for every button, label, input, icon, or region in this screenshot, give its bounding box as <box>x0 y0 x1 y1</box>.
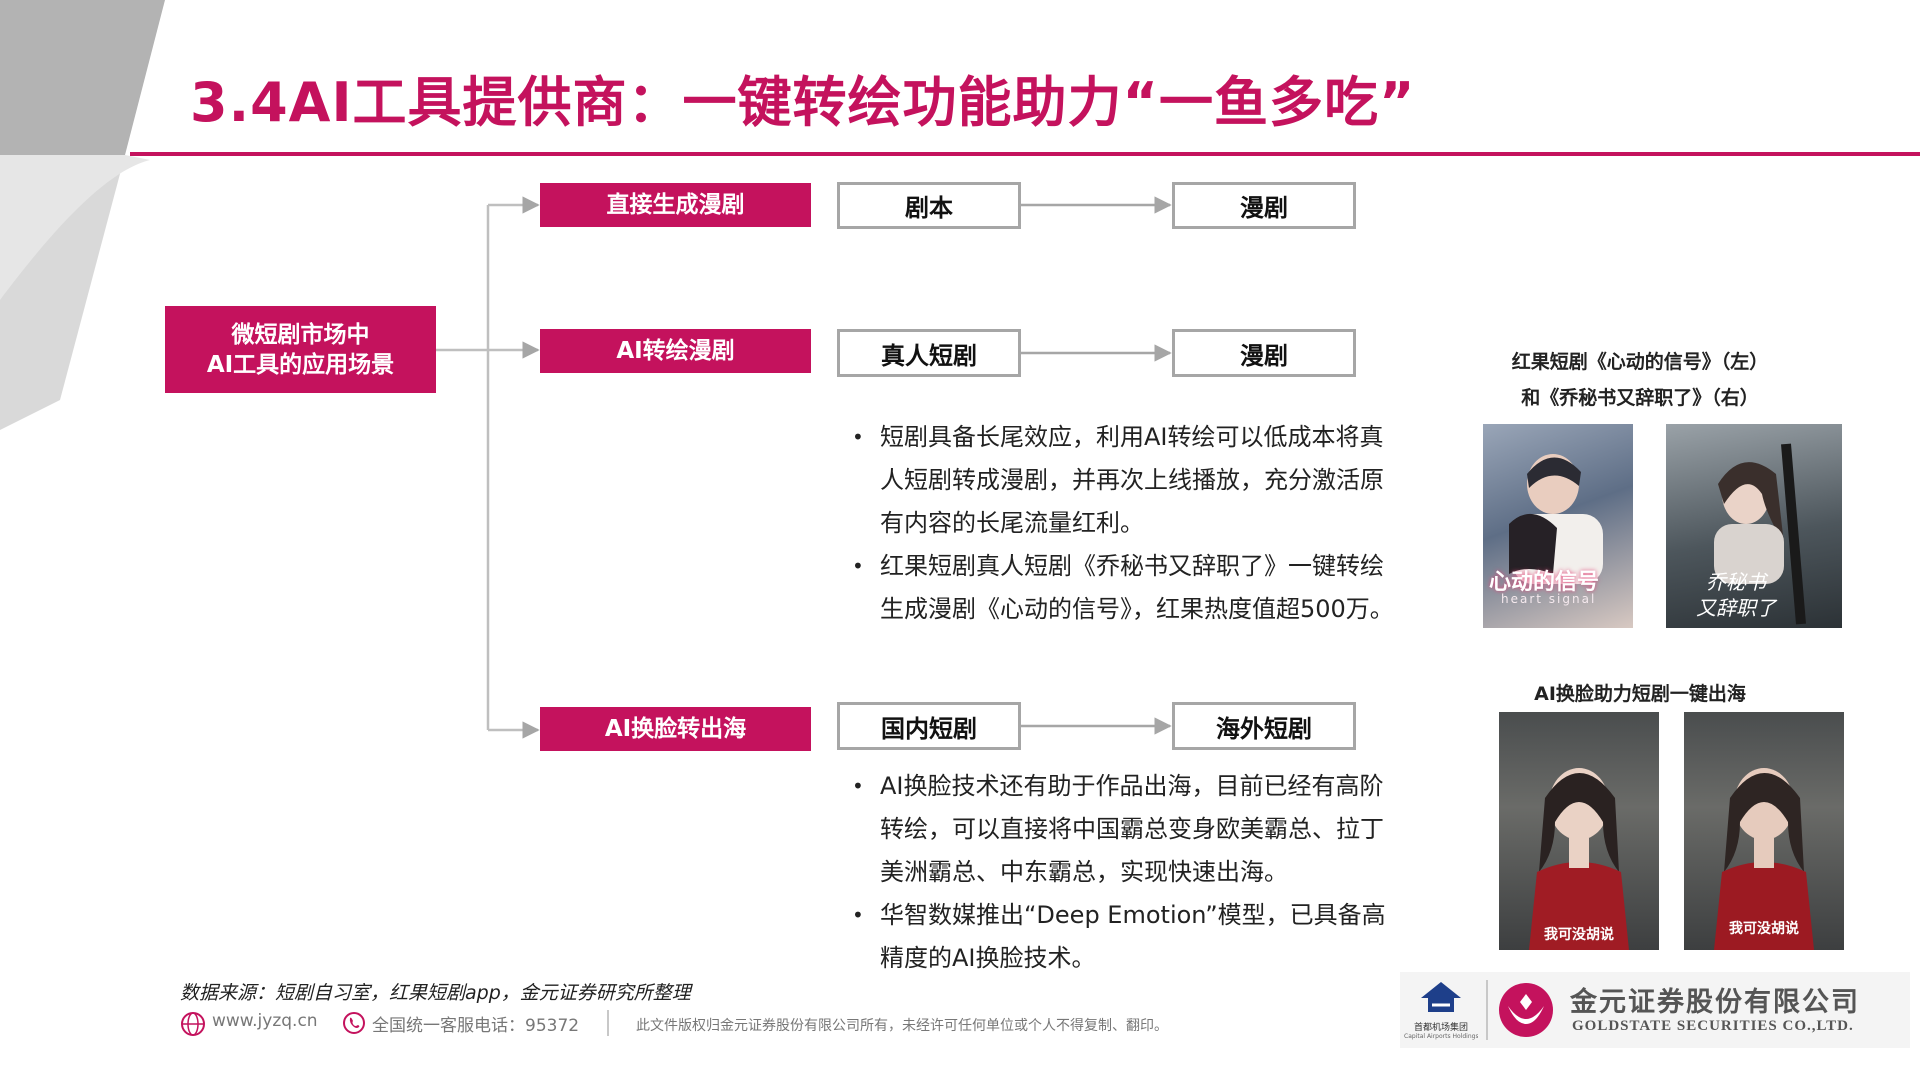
branch-to-1: 漫剧 <box>1172 182 1356 229</box>
faceswap-caption: AI换脸助力短剧一键出海 <box>1534 683 1746 705</box>
bullet-item: • 红果短剧真人短剧《乔秘书又辞职了》一键转绘生成漫剧《心动的信号》，红果热度值… <box>852 545 1400 631</box>
title-underline <box>130 152 1920 156</box>
company-logo-block: 首都机场集团 Capital Airports Holdings 金元证券股份有… <box>1400 972 1910 1048</box>
page-title: 3.4AI工具提供商：一键转绘功能助力“一鱼多吃” <box>190 71 1416 134</box>
branch-from-1: 剧本 <box>837 182 1021 229</box>
faceswap-subtitle-right: 我可没胡说 <box>1729 921 1799 937</box>
bullet-dot: • <box>852 425 864 449</box>
flow-root-line2: AI工具的应用场景 <box>206 351 395 378</box>
branch-label-3: AI换脸转出海 <box>540 707 811 751</box>
faceswap-photo-right-art <box>1714 768 1814 950</box>
phone-icon <box>342 1011 366 1035</box>
branch-to-3: 海外短剧 <box>1172 702 1356 750</box>
poster-caption: 红果短剧《心动的信号》（左） 和《乔秘书又辞职了》（右） <box>1470 344 1810 416</box>
poster-left-subtitle: heart signal <box>1501 592 1597 606</box>
bullet-text: AI换脸技术还有助于作品出海，目前已经有高阶转绘，可以直接将中国霸总变身欧美霸总… <box>880 772 1384 886</box>
footer-hotline: 全国统一客服电话：95372 <box>372 1016 580 1036</box>
poster-right-title-2: 又辞职了 <box>1696 596 1776 620</box>
footer-divider <box>607 1010 609 1036</box>
faceswap-subtitle-left: 我可没胡说 <box>1544 927 1614 943</box>
bullet-list-a: • 短剧具备长尾效应，利用AI转绘可以低成本将真人短剧转成漫剧，并再次上线播放，… <box>852 416 1400 631</box>
globe-icon <box>180 1011 206 1037</box>
branch-label-2: AI转绘漫剧 <box>540 329 811 373</box>
footer-copyright: 此文件版权归金元证券股份有限公司所有，未经许可任何单位或个人不得复制、翻印。 <box>636 1018 1168 1034</box>
airport-group-name-en: Capital Airports Holdings <box>1404 1033 1478 1040</box>
poster-right-title-1: 乔秘书 <box>1706 570 1766 594</box>
branch-from-3: 国内短剧 <box>837 702 1021 750</box>
poster-left-image: 心动的信号 heart signal <box>1483 424 1633 628</box>
poster-caption-line2: 和《乔秘书又辞职了》（右） <box>1521 387 1759 409</box>
bullet-item: • AI换脸技术还有助于作品出海，目前已经有高阶转绘，可以直接将中国霸总变身欧美… <box>852 765 1400 894</box>
company-name-cn: 金元证券股份有限公司 <box>1570 987 1860 1018</box>
company-name-en: GOLDSTATE SECURITIES CO.,LTD. <box>1572 1018 1854 1034</box>
bullet-text: 短剧具备长尾效应，利用AI转绘可以低成本将真人短剧转成漫剧，并再次上线播放，充分… <box>880 423 1384 537</box>
poster-right-art <box>1714 443 1806 625</box>
logo-divider <box>1486 980 1488 1040</box>
footer-website[interactable]: www.jyzq.cn <box>212 1011 318 1031</box>
bullet-dot: • <box>852 774 864 798</box>
poster-left-art <box>1509 454 1603 584</box>
bullet-text: 红果短剧真人短剧《乔秘书又辞职了》一键转绘生成漫剧《心动的信号》，红果热度值超5… <box>880 552 1394 623</box>
bullet-dot: • <box>852 554 864 578</box>
poster-left-title: 心动的信号 <box>1489 570 1600 595</box>
flow-root-box: 微短剧市场中 AI工具的应用场景 <box>165 306 436 393</box>
bullet-item: • 短剧具备长尾效应，利用AI转绘可以低成本将真人短剧转成漫剧，并再次上线播放，… <box>852 416 1400 545</box>
poster-caption-line1: 红果短剧《心动的信号》（左） <box>1511 351 1769 373</box>
flow-root-line1: 微短剧市场中 <box>231 321 370 348</box>
faceswap-photo-left-art <box>1529 768 1629 950</box>
airport-group-logo-icon <box>1416 978 1466 1018</box>
faceswap-photo-right: 我可没胡说 <box>1684 712 1844 950</box>
airport-group-name: 首都机场集团 <box>1413 1023 1468 1033</box>
data-source-note: 数据来源：短剧自习室，红果短剧app，金元证券研究所整理 <box>180 982 691 1004</box>
goldstate-logo-icon <box>1496 980 1556 1040</box>
branch-label-1: 直接生成漫剧 <box>540 183 811 227</box>
bullet-text: 华智数媒推出“Deep Emotion”模型，已具备高精度的AI换脸技术。 <box>880 901 1386 972</box>
bullet-list-b: • AI换脸技术还有助于作品出海，目前已经有高阶转绘，可以直接将中国霸总变身欧美… <box>852 765 1400 980</box>
poster-right-image: 乔秘书 又辞职了 <box>1666 424 1842 628</box>
branch-from-2: 真人短剧 <box>837 329 1021 377</box>
bullet-item: • 华智数媒推出“Deep Emotion”模型，已具备高精度的AI换脸技术。 <box>852 894 1400 980</box>
branch-to-2: 漫剧 <box>1172 329 1356 377</box>
faceswap-photo-left: 我可没胡说 <box>1499 712 1659 950</box>
bullet-dot: • <box>852 903 864 927</box>
